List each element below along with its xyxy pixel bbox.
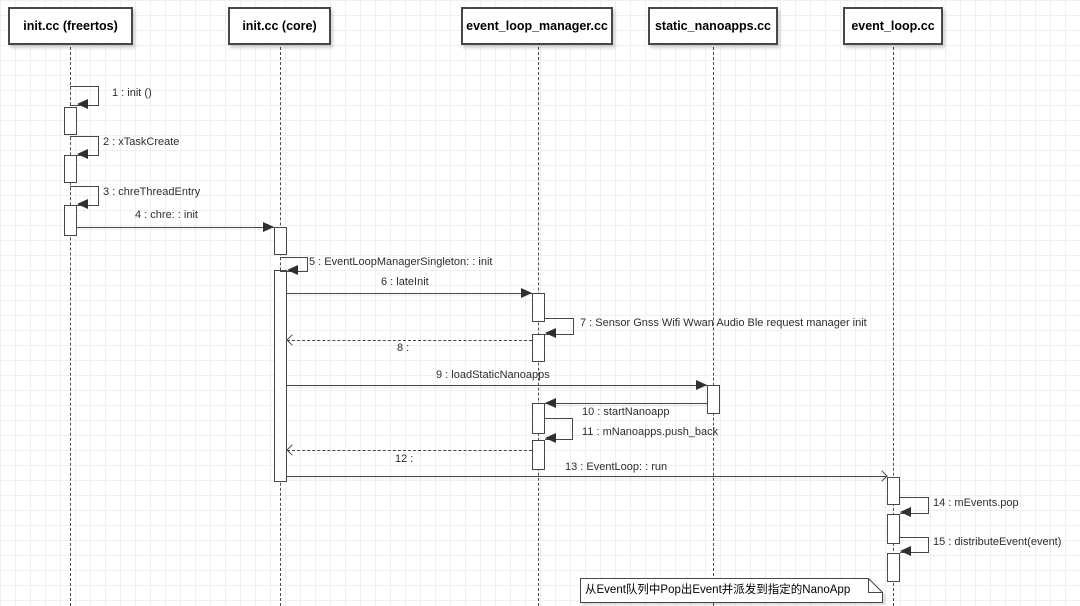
message-label-9: 9 : loadStaticNanoapps <box>436 369 550 381</box>
arrowhead-message-6 <box>521 288 532 298</box>
arrowhead-message-2 <box>77 149 88 159</box>
actor-box-static-nanoapps: static_nanoapps.cc <box>648 7 778 45</box>
actor-label: event_loop_manager.cc <box>466 19 608 33</box>
arrowhead-return-8 <box>286 334 298 346</box>
return-line-12 <box>287 450 532 451</box>
message-label-15: 15 : distributeEvent(event) <box>933 536 1062 548</box>
arrowhead-message-3 <box>77 199 88 209</box>
actor-box-init-freertos: init.cc (freertos) <box>8 7 133 45</box>
activation-bar <box>887 514 900 544</box>
message-label-2: 2 : xTaskCreate <box>103 136 180 148</box>
activation-bar <box>707 385 720 414</box>
activation-bar <box>887 477 900 505</box>
activation-bar <box>64 107 77 135</box>
actor-label: event_loop.cc <box>851 19 935 33</box>
actor-label: init.cc (freertos) <box>23 19 118 33</box>
actor-label: static_nanoapps.cc <box>654 19 771 33</box>
note-outline <box>580 578 883 603</box>
activation-bar <box>64 205 77 236</box>
lifeline-event-loop-manager <box>538 42 539 606</box>
actor-box-event-loop-manager: event_loop_manager.cc <box>461 7 613 45</box>
activation-bar <box>532 440 545 470</box>
arrowhead-message-11 <box>545 433 556 443</box>
message-line-9 <box>287 385 707 386</box>
return-line-8 <box>287 340 532 341</box>
actor-label: init.cc (core) <box>242 19 317 33</box>
arrowhead-message-7 <box>545 328 556 338</box>
message-line-10 <box>545 403 707 404</box>
actor-box-init-core: init.cc (core) <box>228 7 331 45</box>
arrowhead-return-12 <box>286 444 298 456</box>
message-label-1: 1 : init () <box>112 87 152 99</box>
message-label-13: 13 : EventLoop: : run <box>565 461 668 473</box>
arrowhead-message-4 <box>263 222 274 232</box>
activation-bar <box>64 155 77 183</box>
message-label-5: 5 : EventLoopManagerSingleton: : init <box>309 256 493 268</box>
note-text: 从Event队列中Pop出Event并派发到指定的NanoApp <box>585 584 851 596</box>
message-label-10: 10 : startNanoapp <box>582 406 670 418</box>
self-message-loop-14 <box>900 497 929 514</box>
arrowhead-message-13 <box>876 470 888 482</box>
message-label-6: 6 : lateInit <box>381 276 429 288</box>
self-message-loop-11 <box>545 418 573 440</box>
activation-bar <box>532 403 545 434</box>
message-label-4: 4 : chre: : init <box>135 209 198 221</box>
arrowhead-message-5 <box>287 265 298 275</box>
activation-bar <box>274 227 287 255</box>
arrowhead-message-10 <box>545 398 556 408</box>
message-line-6 <box>287 293 532 294</box>
lifeline-static-nanoapps <box>713 42 714 606</box>
message-label-11: 11 : mNanoapps.push_back <box>582 426 719 438</box>
message-label-3: 3 : chreThreadEntry <box>103 186 201 198</box>
arrowhead-message-14 <box>900 507 911 517</box>
message-line-13 <box>287 476 887 477</box>
arrowhead-message-1 <box>77 99 88 109</box>
activation-bar <box>532 334 545 362</box>
arrowhead-message-15 <box>900 546 911 556</box>
message-label-7: 7 : Sensor Gnss Wifi Wwan Audio Ble requ… <box>580 317 867 329</box>
self-message-loop-15 <box>900 537 929 553</box>
lifeline-event-loop <box>893 42 894 606</box>
message-label-8: 8 : <box>397 342 410 354</box>
message-label-14: 14 : mEvents.pop <box>933 497 1019 509</box>
activation-bar <box>887 553 900 582</box>
activation-bar <box>532 293 545 322</box>
activation-bar <box>274 270 287 482</box>
self-message-loop-7 <box>545 318 574 335</box>
note-fold-icon <box>868 578 883 593</box>
note-shape: 从Event队列中Pop出Event并派发到指定的NanoApp <box>580 578 883 603</box>
lifeline-init-freertos <box>70 42 71 606</box>
message-label-12: 12 : <box>395 453 414 465</box>
arrowhead-message-9 <box>696 380 707 390</box>
message-line-4 <box>77 227 274 228</box>
actor-box-event-loop: event_loop.cc <box>843 7 943 45</box>
